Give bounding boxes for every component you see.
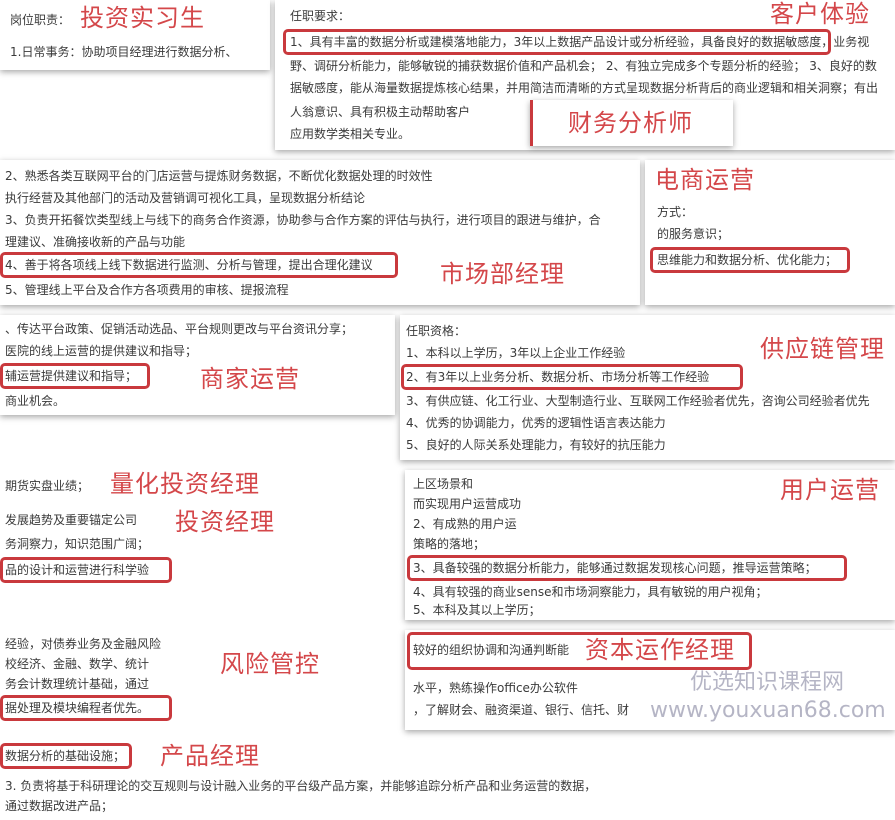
title-investment-manager: 投资经理 — [175, 508, 275, 536]
text-line: 岗位职责： — [10, 13, 71, 27]
text-line: 水平，熟练操作office办公软件 — [413, 681, 578, 695]
card-marketing-manager: 2、熟悉各类互联网平台的门店运营与提炼财务数据，不断优化数据处理的时效性 执行经… — [0, 160, 640, 305]
text-line: 品的设计和运营进行科学验 — [5, 563, 150, 577]
highlight-box — [650, 247, 850, 273]
text-line: ，了解财会、融资渠道、银行、信托、财 — [413, 703, 630, 717]
title-marketing-manager: 市场部经理 — [440, 260, 565, 288]
highlight-box — [0, 557, 172, 583]
text-line: 1.日常事务：协助项目经理进行数据分析、 — [10, 45, 238, 59]
highlight-box — [407, 555, 847, 581]
card-financial-analyst: 财务分析师 — [530, 100, 733, 146]
text-line: 2、熟悉各类互联网平台的门店运营与提炼财务数据，不断优化数据处理的时效性 — [5, 169, 433, 183]
text-line: 2、有成熟的用户运 — [413, 517, 517, 531]
watermark-text: 优选知识课程网 — [690, 670, 845, 695]
text-line: 而实现用户运营成功 — [413, 497, 522, 511]
title-investment-intern: 投资实习生 — [80, 4, 205, 32]
text-line: 商业机会。 — [5, 394, 66, 408]
text-line: 3、具备较强的数据分析能力，能够通过数据发现核心问题，推导运营策略； — [413, 561, 817, 575]
card-customer-experience: 客户体验 任职要求： 1、具有丰富的数据分析或建模落地能力，3年以上数据产品设计… — [275, 0, 895, 150]
text-line: 方式： — [657, 205, 694, 219]
highlight-box — [0, 252, 398, 278]
text-line: 上区场景和 — [413, 477, 474, 491]
text-line: 思维能力和数据分析、优化能力； — [657, 253, 838, 267]
card-user-ops: 上区场景和 而实现用户运营成功 2、有成熟的用户运 策略的落地； 3、具备较强的… — [405, 470, 895, 620]
text-line: 人翁意识、具有积极主动帮助客户 — [290, 105, 471, 119]
highlight-box — [401, 364, 743, 390]
highlight-box — [0, 363, 150, 389]
text-line: 执行经营及其他部门的活动及营销调可视化工具，呈现数据分析结论 — [5, 191, 366, 205]
text-line: 1、具有丰富的数据分析或建模落地能力，3年以上数据产品设计或分析经验，具备良好的… — [290, 35, 870, 49]
text-line: 1、本科以上学历，3年以上企业工作经验 — [406, 346, 626, 360]
text-line: 3、负责开拓餐饮类型线上与线下的商务合作资源，协助参与合作方案的评估与执行，进行… — [5, 213, 601, 227]
watermark-url: www.youxuan68.com — [650, 698, 886, 723]
text-line: 策略的落地； — [413, 537, 486, 551]
highlight-box — [283, 29, 831, 55]
highlight-box — [0, 743, 132, 769]
text-line: 任职要求： — [290, 9, 351, 23]
title-supply-chain: 供应链管理 — [760, 335, 885, 363]
text-line: 经验，对债券业务及金融风险 — [5, 637, 162, 651]
text-line: 4、善于将各项线上线下数据进行监测、分析与管理，提出合理化建议 — [5, 258, 373, 272]
text-line: 、传达平台政策、促销活动选品、平台规则更改与平台资讯分享； — [5, 322, 354, 336]
title-risk-control: 风险管控 — [220, 650, 320, 678]
text-line: 校经济、金融、数学、统计 — [5, 657, 150, 671]
text-line: 5、本科及其以上学历； — [413, 603, 541, 617]
text-line: 4、优秀的协调能力，优秀的逻辑性语言表达能力 — [406, 416, 666, 430]
text-line: 理建议、准确接收新的产品与功能 — [5, 235, 186, 249]
text-line: 医院的线上运营的提供建议和指导； — [5, 344, 198, 358]
card-merchant-ops: 、传达平台政策、促销活动选品、平台规则更改与平台资讯分享； 医院的线上运营的提供… — [0, 315, 395, 415]
title-customer-experience: 客户体验 — [770, 0, 870, 28]
title-ecommerce-ops: 电商运营 — [655, 166, 755, 194]
card-investment-intern: 岗位职责： 投资实习生 1.日常事务：协助项目经理进行数据分析、 — [0, 0, 270, 70]
text-line: 5、管理线上平台及合作方各项费用的审核、提报流程 — [5, 283, 289, 297]
text-line: 应用数学类相关专业。 — [290, 127, 411, 141]
text-line: 2、有3年以上业务分析、数据分析、市场分析等工作经验 — [406, 370, 710, 384]
text-line: 野、调研分析能力，能够敏锐的捕获数据价值和产品机会； 2、有独立完成多个专题分析… — [290, 59, 877, 73]
card-supply-chain: 任职资格： 1、本科以上学历，3年以上企业工作经验 2、有3年以上业务分析、数据… — [400, 315, 895, 460]
text-line: 务会计数理统计基础，通过 — [5, 677, 150, 691]
text-line: 3、有供应链、化工行业、大型制造行业、互联网工作经验者优先，咨询公司经验者优先 — [406, 394, 870, 408]
text-line: 期货实盘业绩； — [5, 479, 90, 493]
text-line: 任职资格： — [406, 324, 467, 338]
title-quant-manager: 量化投资经理 — [110, 470, 260, 498]
title-user-ops: 用户运营 — [780, 476, 880, 504]
card-ecommerce-ops: 电商运营 方式： 的服务意识； 思维能力和数据分析、优化能力； — [645, 160, 895, 305]
title-product-manager: 产品经理 — [160, 742, 260, 770]
title-financial-analyst: 财务分析师 — [568, 109, 693, 137]
text-line: 发展趋势及重要锚定公司 — [5, 513, 138, 527]
text-line: 辅运营提供建议和指导； — [5, 369, 138, 383]
text-line: 的服务意识； — [657, 227, 730, 241]
title-merchant-ops: 商家运营 — [200, 365, 300, 393]
highlight-box — [407, 632, 752, 670]
text-line: 通过数据改进产品； — [5, 799, 114, 813]
text-line: 3. 负责将基于科研理论的交互规则与设计融入业务的平台级产品方案，并能够追踪分析… — [5, 779, 597, 793]
text-line: 5、良好的人际关系处理能力，有较好的抗压能力 — [406, 438, 666, 452]
text-line: 务洞察力，知识范围广阔； — [5, 537, 150, 551]
text-line: 4、具有较强的商业sense和市场洞察能力，具有敏锐的用户视角； — [413, 585, 768, 599]
highlight-box — [0, 695, 172, 721]
text-line: 据敏感度，能从海量数据提炼核心结果，并用简洁而清晰的方式呈现数据分析背后的商业逻… — [290, 81, 879, 95]
